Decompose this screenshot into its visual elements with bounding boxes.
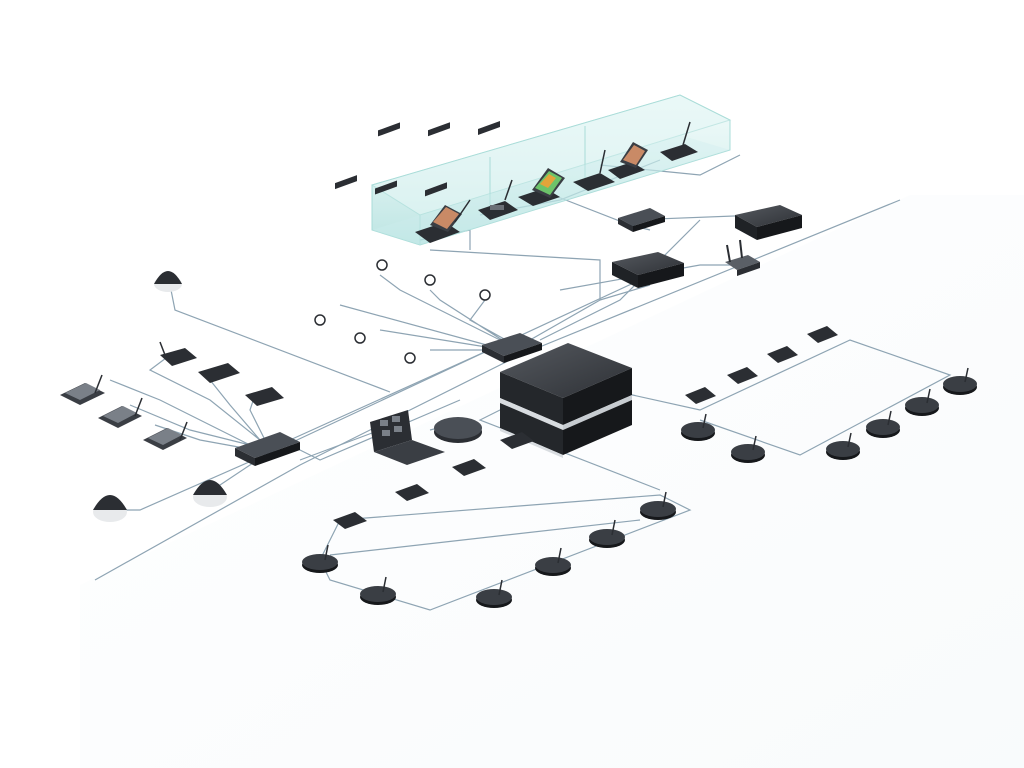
- delegate-unit: [476, 579, 512, 608]
- delegate-unit: [731, 435, 765, 463]
- dome-camera-top: [154, 271, 182, 292]
- cable-server-right: [609, 339, 952, 456]
- interpreter-desk-4: [573, 149, 615, 191]
- interpreter-desk-5: [608, 142, 648, 179]
- booth-top: [370, 94, 732, 216]
- interpreter-desk-6: [660, 121, 698, 161]
- delegate-unit: [681, 413, 715, 441]
- wireless-access-point-disc: [434, 417, 482, 443]
- delegate-unit: [302, 544, 338, 573]
- dome-camera-right: [193, 480, 227, 507]
- laptop: [370, 410, 445, 465]
- delegate-display-1: [60, 374, 105, 405]
- router-box-middle: [612, 252, 684, 288]
- cable-ring-lower-inner: [329, 519, 641, 556]
- interpreter-desk-3: [518, 168, 565, 206]
- left-network-hub: [235, 432, 300, 466]
- wifi-access-point: [725, 239, 760, 276]
- mid-network-switch: [482, 333, 542, 363]
- delegate-units-mid: [333, 432, 534, 529]
- interpreter-desk-1: [415, 199, 471, 243]
- central-control-unit: [500, 343, 632, 458]
- interpreter-desk-2: [478, 179, 518, 220]
- delegate-unit: [905, 388, 939, 416]
- cable-booth-link: [429, 219, 701, 341]
- delegate-unit: [640, 491, 676, 520]
- dome-camera-left: [93, 495, 127, 522]
- cable-headsets: [339, 274, 516, 351]
- delegate-unit: [866, 410, 900, 438]
- discussion-bars: [159, 341, 284, 406]
- right-ring-delegate-units: [681, 326, 977, 463]
- delegate-unit: [360, 576, 396, 605]
- delegate-unit: [943, 367, 977, 395]
- delegate-unit: [589, 519, 625, 548]
- cable-camera-top: [169, 284, 391, 393]
- delegate-display-3: [143, 421, 188, 450]
- lower-ring-delegate-units: [302, 491, 676, 608]
- delegate-display-2: [98, 397, 143, 428]
- cable-trunk-lower: [94, 199, 901, 581]
- booth-switch: [618, 208, 665, 232]
- delegate-unit: [685, 326, 838, 404]
- floor-plane: [80, 195, 1024, 768]
- cable-hub-cameras: [110, 454, 266, 511]
- router-box-top: [735, 205, 802, 240]
- delegate-unit: [826, 432, 860, 460]
- headset-receivers: [314, 121, 500, 364]
- delegate-unit: [535, 547, 571, 576]
